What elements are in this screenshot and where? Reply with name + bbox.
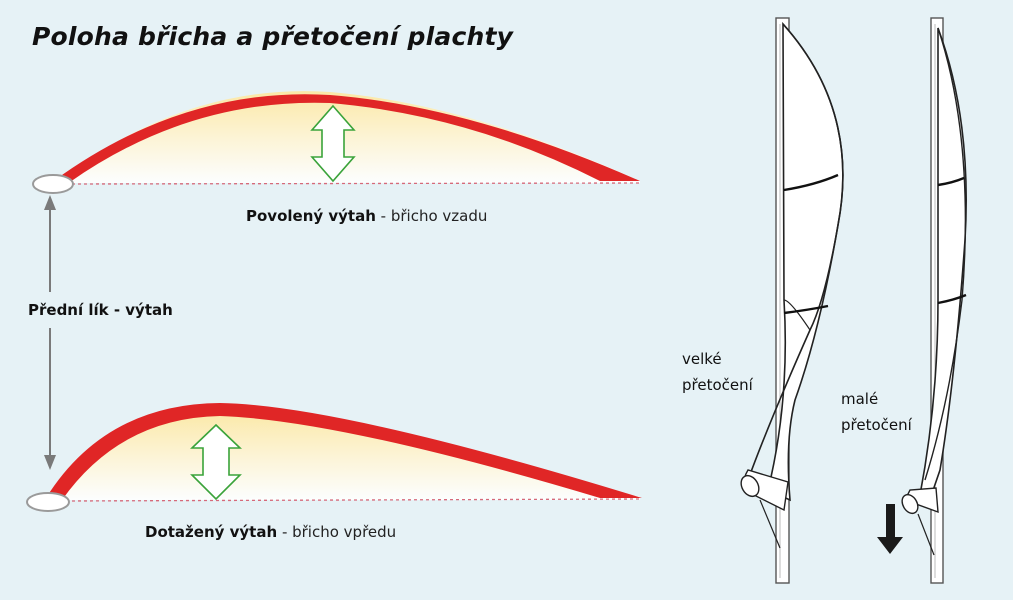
clew-small-twist: [904, 487, 939, 514]
label-loose-halyard-rest: - břicho vzadu: [375, 207, 488, 225]
sail-edge-top: [55, 94, 640, 182]
label-large-twist-line2: přetočení: [682, 376, 753, 394]
depth-arrow-bottom: [190, 423, 242, 501]
luff-arrow: [44, 195, 56, 470]
down-arrow-icon: [877, 504, 903, 554]
sail-body-small-twist: [919, 27, 967, 507]
chord-line-top: [71, 182, 641, 185]
profile-tight-halyard: [26, 403, 642, 512]
label-luff: Přední lík - výtah: [28, 301, 173, 319]
batten-2-small: [937, 293, 967, 305]
label-loose-halyard: Povolený výtah - břicho vzadu: [246, 206, 487, 226]
mast-ellipse-top: [32, 174, 74, 194]
label-small-twist-line1: malé: [841, 390, 879, 408]
batten-2-large: [783, 304, 829, 315]
sail-small-twist: [877, 17, 967, 584]
mast-ellipse-bottom: [26, 492, 70, 512]
label-large-twist: velké přetočení: [682, 346, 753, 398]
batten-1-large: [783, 173, 839, 192]
sail-large-twist: [740, 17, 844, 584]
depth-arrow-top: [310, 104, 356, 183]
sail-edge-bottom: [46, 403, 642, 500]
profile-loose-halyard: [32, 91, 641, 194]
label-small-twist-line2: přetočení: [841, 416, 912, 434]
batten-1-small: [937, 176, 965, 187]
sail-leech-large-twist: [747, 23, 844, 481]
label-small-twist: malé přetočení: [841, 386, 912, 438]
label-tight-halyard-rest: - břicho vpředu: [277, 523, 397, 541]
page-title: Poloha břicha a přetočení plachty: [32, 22, 514, 51]
label-tight-halyard: Dotažený výtah - břicho vpředu: [145, 522, 396, 542]
label-tight-halyard-bold: Dotažený výtah: [145, 523, 278, 541]
label-loose-halyard-bold: Povolený výtah: [246, 207, 376, 225]
label-large-twist-line1: velké: [682, 350, 722, 368]
